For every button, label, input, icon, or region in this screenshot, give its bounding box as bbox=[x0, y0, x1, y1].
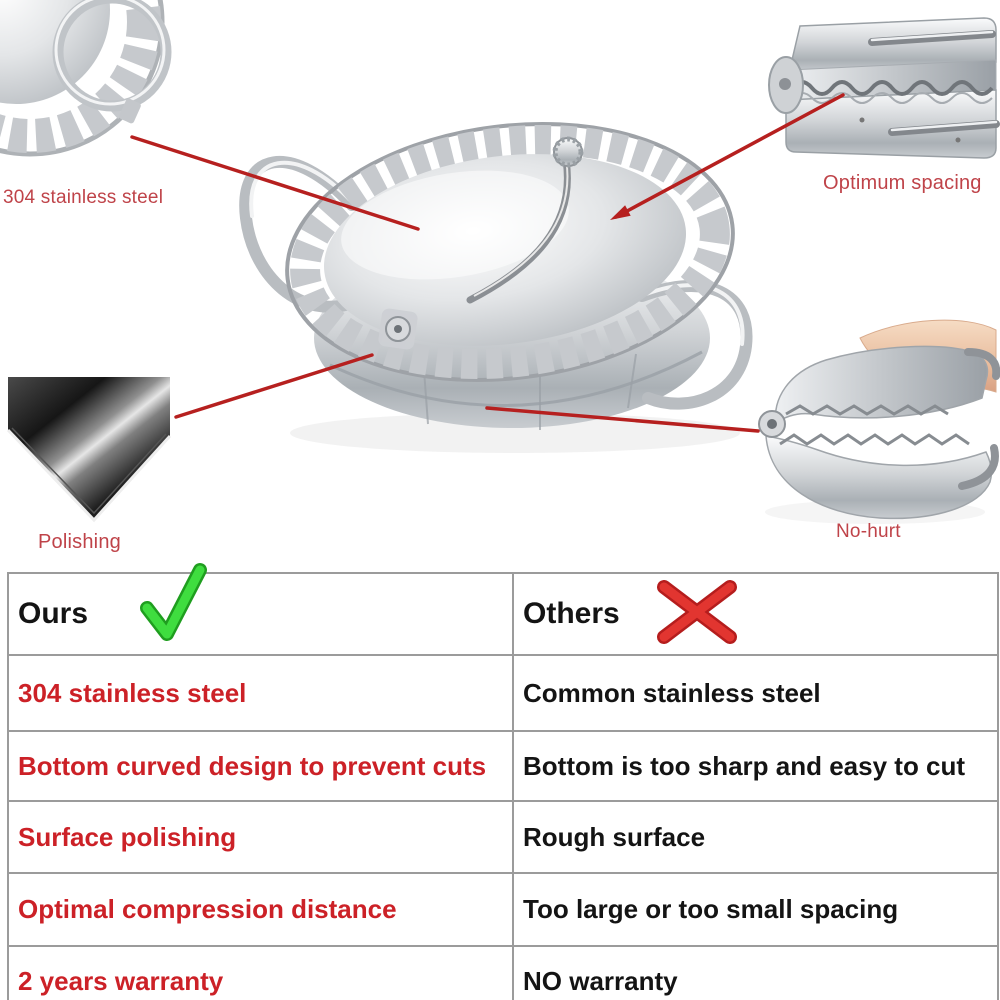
photo-area: 304 stainless steel Optimum spacing Poli… bbox=[0, 0, 1000, 553]
press-handle-bar bbox=[868, 30, 996, 46]
cross-icon bbox=[654, 580, 740, 644]
main-product-photo bbox=[239, 121, 753, 430]
others-cell: Too large or too small spacing bbox=[512, 872, 999, 947]
table-row: 2 years warranty NO warranty bbox=[7, 945, 999, 1000]
main-product-shadow bbox=[290, 413, 740, 453]
others-cell: Bottom is too sharp and easy to cut bbox=[512, 730, 999, 802]
others-cell: Common stainless steel bbox=[512, 654, 999, 732]
crimp-teeth-ring bbox=[0, 0, 161, 153]
ours-header-cell: Ours bbox=[7, 563, 514, 656]
photo-illustrations bbox=[0, 0, 1000, 524]
arrow-head-icon bbox=[610, 205, 631, 220]
wavy-seam bbox=[790, 80, 994, 96]
callout-line-stainless bbox=[130, 135, 420, 231]
spacing-photo bbox=[768, 17, 1000, 159]
others-header-label: Others bbox=[523, 597, 620, 630]
ours-cell: Surface polishing bbox=[7, 800, 514, 874]
others-cell: Rough surface bbox=[512, 800, 999, 874]
callout-label-nohurt: No-hurt bbox=[836, 521, 901, 542]
stainless-closeup-photo bbox=[0, 0, 172, 157]
callout-label-stainless: 304 stainless steel bbox=[3, 187, 164, 208]
callout-label-polishing: Polishing bbox=[38, 531, 121, 553]
table-row: 304 stainless steel Common stainless ste… bbox=[7, 654, 999, 732]
ours-header-label: Ours bbox=[18, 597, 89, 630]
table-header-row: Ours Others bbox=[7, 563, 999, 656]
press-handle-loop bbox=[958, 444, 999, 490]
table-row: Optimal compression distance Too large o… bbox=[7, 872, 999, 947]
nohurt-photo bbox=[758, 319, 1000, 520]
check-icon bbox=[136, 562, 208, 642]
lower-jaw-teeth bbox=[779, 433, 970, 446]
ours-cell: Optimal compression distance bbox=[7, 872, 514, 947]
press-handle-bar bbox=[888, 120, 1000, 136]
ours-cell: Bottom curved design to prevent cuts bbox=[7, 730, 514, 802]
callout-line-polishing bbox=[174, 353, 374, 419]
table-row: Bottom curved design to prevent cuts Bot… bbox=[7, 730, 999, 802]
upper-jaw bbox=[774, 345, 989, 426]
callout-lines bbox=[130, 93, 845, 433]
ours-cell: 304 stainless steel bbox=[7, 654, 514, 732]
handle-loop bbox=[52, 0, 172, 112]
upper-jaw-teeth bbox=[785, 404, 949, 416]
others-header-cell: Others bbox=[512, 572, 999, 656]
callout-line-nohurt bbox=[485, 406, 760, 433]
callout-label-spacing: Optimum spacing bbox=[823, 172, 982, 194]
comparison-table: Ours Others bbox=[7, 563, 999, 1000]
table-row: Surface polishing Rough surface bbox=[7, 800, 999, 874]
others-cell: NO warranty bbox=[512, 945, 999, 1000]
callout-line-spacing bbox=[614, 93, 845, 219]
polishing-photo bbox=[6, 377, 172, 523]
ours-cell: 2 years warranty bbox=[7, 945, 514, 1000]
crimp-teeth-ring bbox=[290, 124, 730, 380]
